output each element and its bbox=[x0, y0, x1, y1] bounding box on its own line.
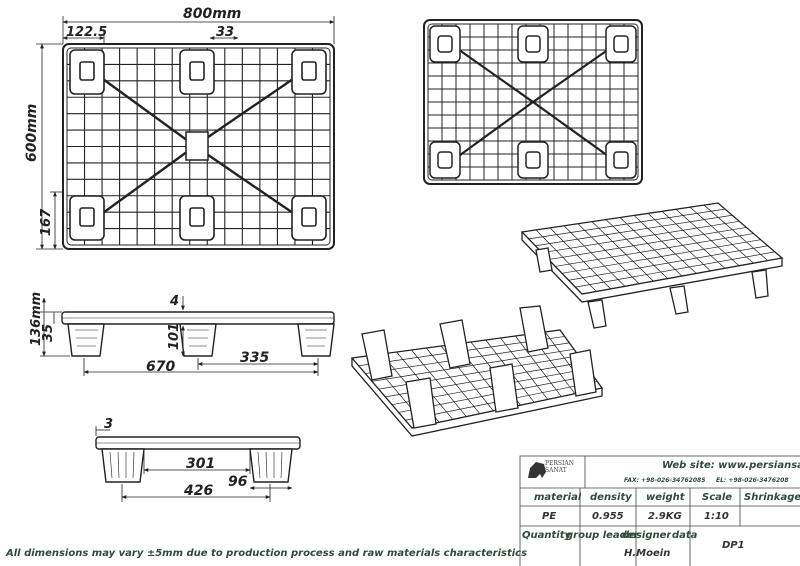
iso-rib bbox=[591, 221, 654, 282]
value-density: 0.955 bbox=[592, 511, 624, 522]
label-data: data bbox=[672, 530, 698, 541]
dim-front-height-total: 136mm bbox=[29, 292, 44, 346]
dim-top-gap: 33 bbox=[216, 25, 234, 40]
front-view-pallet bbox=[61, 311, 335, 357]
iso-rib bbox=[528, 208, 726, 240]
iso-rib bbox=[426, 347, 481, 414]
side-view-pallet bbox=[95, 436, 301, 483]
iso-rib bbox=[689, 206, 754, 264]
value-designer: H.Moein bbox=[624, 548, 671, 559]
iso-rib bbox=[535, 214, 733, 247]
top-view-dimensions bbox=[36, 16, 335, 250]
dim-front-leg: 101 bbox=[167, 323, 182, 350]
dim-side-leg: 96 bbox=[228, 474, 248, 490]
value-scale: 1:10 bbox=[704, 511, 729, 522]
dim-front-span: 670 bbox=[146, 359, 175, 375]
iso-rib bbox=[500, 337, 548, 400]
company-logo bbox=[528, 462, 546, 478]
top-view-feet bbox=[69, 49, 327, 241]
front-view-dimensions bbox=[40, 296, 319, 376]
iso-rib bbox=[561, 239, 761, 274]
iso-view-top bbox=[520, 202, 784, 329]
fax-text: FAX: +98-026-34762085 bbox=[624, 477, 706, 484]
dim-top-width: 800mm bbox=[183, 6, 241, 22]
dim-front-top: 4 bbox=[169, 294, 179, 309]
side-view-dimensions bbox=[95, 426, 293, 502]
logo-line1: PERSIAN bbox=[545, 460, 574, 467]
iso-rib bbox=[647, 213, 711, 272]
header-shrinkage: Shrinkage r bbox=[744, 492, 800, 503]
header-density: density bbox=[590, 492, 632, 503]
header-scale: Scale bbox=[702, 492, 733, 503]
top-view-pallet bbox=[62, 43, 335, 250]
iso-rib bbox=[555, 233, 754, 267]
dim-side-span: 426 bbox=[183, 483, 213, 499]
website-text: Web site: www.persiansanat bbox=[662, 460, 800, 471]
iso-rib bbox=[577, 223, 640, 284]
label-designer: designer bbox=[622, 530, 672, 541]
iso-rib bbox=[568, 245, 768, 281]
iso-rib bbox=[549, 227, 611, 290]
value-weight: 2.9KG bbox=[648, 511, 682, 522]
value-material: PE bbox=[542, 511, 557, 522]
iso-rib bbox=[619, 217, 683, 277]
iso-rib bbox=[541, 220, 740, 254]
dim-side-bottom: 167 bbox=[39, 208, 54, 236]
iso-rib bbox=[575, 251, 775, 288]
label-group-leader: group leader bbox=[566, 530, 639, 541]
iso-rib bbox=[703, 204, 768, 261]
header-material: material bbox=[534, 492, 582, 503]
iso-rib bbox=[605, 219, 668, 279]
iso-view-bottom bbox=[350, 305, 604, 437]
tolerance-note: All dimensions may vary ±5mm due to prod… bbox=[6, 548, 528, 559]
dim-top-left-offset: 122.5 bbox=[66, 25, 107, 40]
tel-text: EL: +98-026-3476208 bbox=[716, 477, 789, 484]
dim-side-inner: 301 bbox=[186, 456, 215, 472]
iso-rib bbox=[535, 229, 597, 292]
header-weight: weight bbox=[646, 492, 685, 503]
logo-wordmark: PERSIAN SANAT bbox=[545, 460, 574, 474]
iso-rib bbox=[563, 225, 626, 287]
iso-rib bbox=[675, 208, 740, 266]
dim-front-deck: 35 bbox=[41, 324, 56, 342]
drawing-number: DP1 bbox=[722, 540, 745, 551]
logo-line2: SANAT bbox=[545, 467, 567, 474]
iso-rib bbox=[548, 227, 747, 260]
iso-rib bbox=[661, 211, 726, 269]
title-block bbox=[519, 455, 800, 566]
label-quantity: Quantity bbox=[522, 530, 571, 541]
iso-rib bbox=[633, 215, 697, 274]
bottom-view-pallet bbox=[423, 19, 643, 185]
dim-front-half: 335 bbox=[240, 350, 269, 366]
dim-side-top: 3 bbox=[104, 417, 113, 432]
dim-side-height: 600mm bbox=[24, 104, 40, 162]
iso-rib bbox=[515, 335, 562, 397]
iso-rib bbox=[411, 349, 467, 417]
iso-rib bbox=[371, 348, 575, 382]
